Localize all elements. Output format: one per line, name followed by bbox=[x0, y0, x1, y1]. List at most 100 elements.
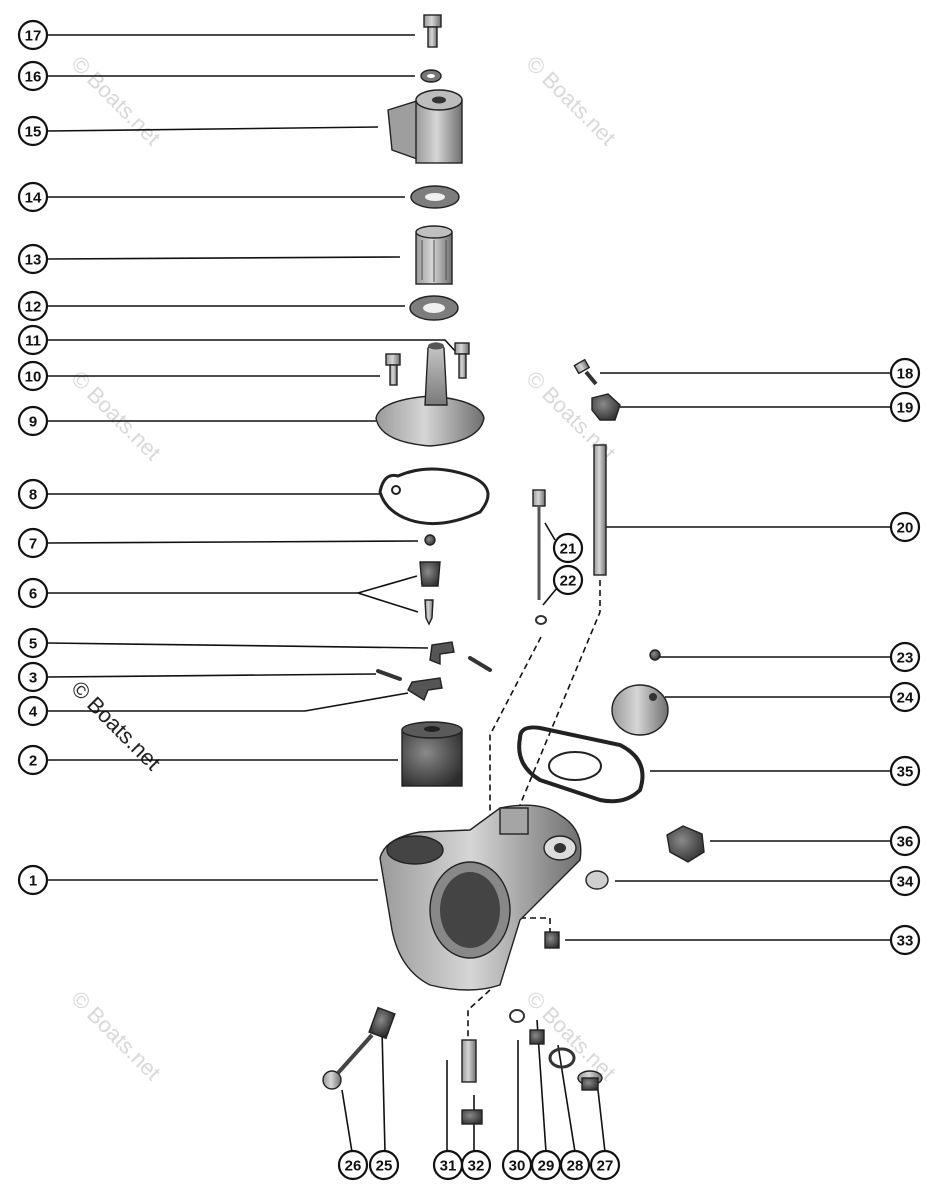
part-21-needle-valve bbox=[532, 489, 546, 600]
callout-number: 15 bbox=[25, 124, 42, 141]
callout-number: 21 bbox=[560, 541, 577, 558]
callout-31: 31 bbox=[432, 1149, 464, 1181]
callout-11: 11 bbox=[17, 324, 49, 356]
part-31-jet bbox=[461, 1039, 477, 1083]
callout-circle bbox=[17, 527, 49, 559]
callout-30: 30 bbox=[501, 1149, 533, 1181]
part-25-spring bbox=[368, 1006, 396, 1040]
part-7-ball bbox=[424, 534, 436, 546]
callout-circle bbox=[889, 825, 921, 857]
callout-number: 24 bbox=[897, 690, 914, 707]
callout-number: 27 bbox=[597, 1158, 614, 1175]
callout-29: 29 bbox=[530, 1149, 562, 1181]
callout-number: 17 bbox=[25, 28, 42, 45]
callout-number: 6 bbox=[29, 586, 37, 603]
part-30-o-ring bbox=[509, 1009, 525, 1023]
callout-21: 21 bbox=[552, 532, 584, 564]
leader-lines bbox=[47, 34, 890, 1153]
callout-number: 13 bbox=[25, 252, 42, 269]
callout-number: 29 bbox=[538, 1158, 555, 1175]
callout-15: 15 bbox=[17, 115, 49, 147]
callout-circle bbox=[17, 324, 49, 356]
callout-number: 16 bbox=[25, 69, 42, 86]
part-4-float-arm bbox=[407, 677, 443, 702]
part-9-cover bbox=[375, 342, 485, 447]
part-6-needle-seat bbox=[419, 561, 441, 626]
assembly-lines bbox=[467, 580, 601, 1040]
callout-circle bbox=[889, 681, 921, 713]
callout-number: 8 bbox=[29, 487, 37, 504]
callout-16: 16 bbox=[17, 60, 49, 92]
part-1-carburetor-body bbox=[379, 804, 582, 991]
callout-3: 3 bbox=[17, 661, 49, 693]
callout-number: 9 bbox=[29, 414, 37, 431]
callout-32: 32 bbox=[460, 1149, 492, 1181]
callout-circle bbox=[889, 357, 921, 389]
callout-circle bbox=[17, 290, 49, 322]
callout-circle bbox=[17, 864, 49, 896]
callout-circle bbox=[17, 478, 49, 510]
callout-circle bbox=[589, 1149, 621, 1181]
callout-circle bbox=[552, 532, 584, 564]
callout-number: 25 bbox=[376, 1158, 393, 1175]
callout-circle bbox=[889, 865, 921, 897]
callout-25: 25 bbox=[368, 1149, 400, 1181]
callout-number: 20 bbox=[897, 520, 914, 537]
callout-number: 5 bbox=[29, 636, 37, 653]
callout-17: 17 bbox=[17, 19, 49, 51]
part-18-screw bbox=[573, 358, 598, 386]
part-34-plug bbox=[585, 870, 609, 890]
callout-20: 20 bbox=[889, 511, 921, 543]
callout-22: 22 bbox=[552, 564, 584, 596]
callout-18: 18 bbox=[889, 357, 921, 389]
watermark-1: © Boats.net bbox=[66, 51, 165, 150]
callout-number: 26 bbox=[345, 1158, 362, 1175]
callout-19: 19 bbox=[889, 391, 921, 423]
part-36-nut bbox=[666, 825, 705, 863]
part-2-float bbox=[401, 721, 463, 787]
callout-7: 7 bbox=[17, 527, 49, 559]
callout-number: 33 bbox=[897, 933, 914, 950]
callout-circle bbox=[552, 564, 584, 596]
part-35-gasket bbox=[517, 725, 645, 804]
callout-number: 11 bbox=[25, 333, 41, 350]
callout-circle bbox=[17, 577, 49, 609]
callout-5: 5 bbox=[17, 627, 49, 659]
callout-number: 12 bbox=[25, 299, 42, 316]
part-5-float-arm bbox=[429, 641, 455, 666]
callout-circle bbox=[17, 661, 49, 693]
callout-number: 28 bbox=[567, 1158, 584, 1175]
part-22-o-ring bbox=[535, 615, 547, 625]
callout-number: 30 bbox=[509, 1158, 526, 1175]
callout-circle bbox=[889, 924, 921, 956]
callout-number: 2 bbox=[29, 753, 37, 770]
callout-number: 3 bbox=[29, 670, 37, 687]
callout-36: 36 bbox=[889, 825, 921, 857]
callout-number: 1 bbox=[29, 873, 37, 890]
callout-circle bbox=[889, 755, 921, 787]
watermark-3: © Boats.net bbox=[66, 366, 165, 465]
part-26-mixture-screw bbox=[322, 1033, 374, 1090]
callout-34: 34 bbox=[889, 865, 921, 897]
callout-circle bbox=[17, 744, 49, 776]
part-28-washer bbox=[548, 1047, 576, 1069]
callout-labels: 1716151413121110987653421181920212223243… bbox=[17, 19, 921, 1181]
watermark-2: © Boats.net bbox=[521, 51, 620, 150]
callout-33: 33 bbox=[889, 924, 921, 956]
part-19-lever bbox=[591, 393, 621, 421]
callout-28: 28 bbox=[559, 1149, 591, 1181]
callout-circle bbox=[559, 1149, 591, 1181]
part-23-screw bbox=[649, 649, 661, 661]
callout-circle bbox=[17, 627, 49, 659]
callout-35: 35 bbox=[889, 755, 921, 787]
callout-13: 13 bbox=[17, 243, 49, 275]
callout-number: 7 bbox=[29, 536, 37, 553]
part-17-screw bbox=[423, 14, 442, 48]
callout-number: 31 bbox=[440, 1158, 457, 1175]
part-8-gasket bbox=[378, 467, 490, 526]
callout-circle bbox=[17, 60, 49, 92]
callout-circle bbox=[337, 1149, 369, 1181]
part-20-shaft bbox=[593, 444, 607, 576]
callout-circle bbox=[17, 405, 49, 437]
